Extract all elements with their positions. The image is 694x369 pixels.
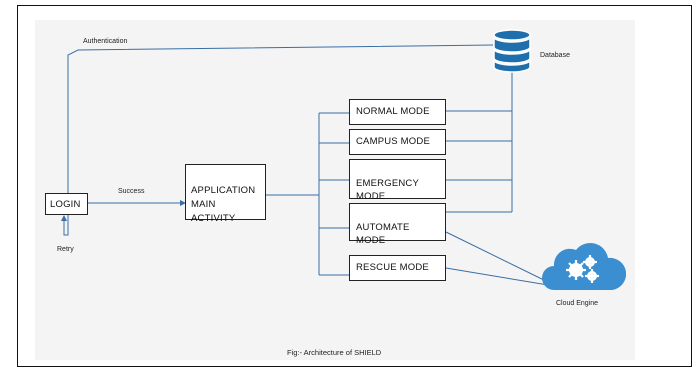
automate-mode-label: AUTOMATE MODE [356,222,410,246]
database-icon [493,29,531,73]
retry-edge-label: Retry [57,246,74,253]
retry-connector [63,215,69,236]
figure-caption: Fig:- Architecture of SHIELD [287,348,382,357]
cloud-gears-icon [542,243,626,290]
automate-to-cloud-connector [445,231,549,283]
diagram-canvas [35,20,635,360]
app-main-activity-label: APPLICATION MAIN ACTIVITY [191,185,256,224]
emergency-mode-node: EMERGENCY MODE [349,159,446,202]
cloud-engine-label: Cloud Engine [556,300,599,307]
app-main-activity-node: APPLICATION MAIN ACTIVITY [185,164,266,224]
rescue-to-cloud-connector [445,267,549,286]
campus-mode-label: CAMPUS MODE [356,136,430,147]
campus-mode-node: CAMPUS MODE [349,129,446,155]
authentication-connector [67,44,494,193]
authentication-edge-label: Authentication [83,38,128,45]
normal-mode-node: NORMAL MODE [349,99,446,125]
success-edge-label: Success [118,188,145,195]
rescue-mode-node: RESCUE MODE [349,255,446,281]
emergency-mode-label: EMERGENCY MODE [356,178,420,202]
database-label: Database [540,52,570,59]
automate-mode-node: AUTOMATE MODE [349,203,446,246]
normal-mode-label: NORMAL MODE [356,106,430,117]
login-node: LOGIN [45,193,88,215]
rescue-mode-label: RESCUE MODE [356,262,429,273]
login-label: LOGIN [50,199,81,210]
